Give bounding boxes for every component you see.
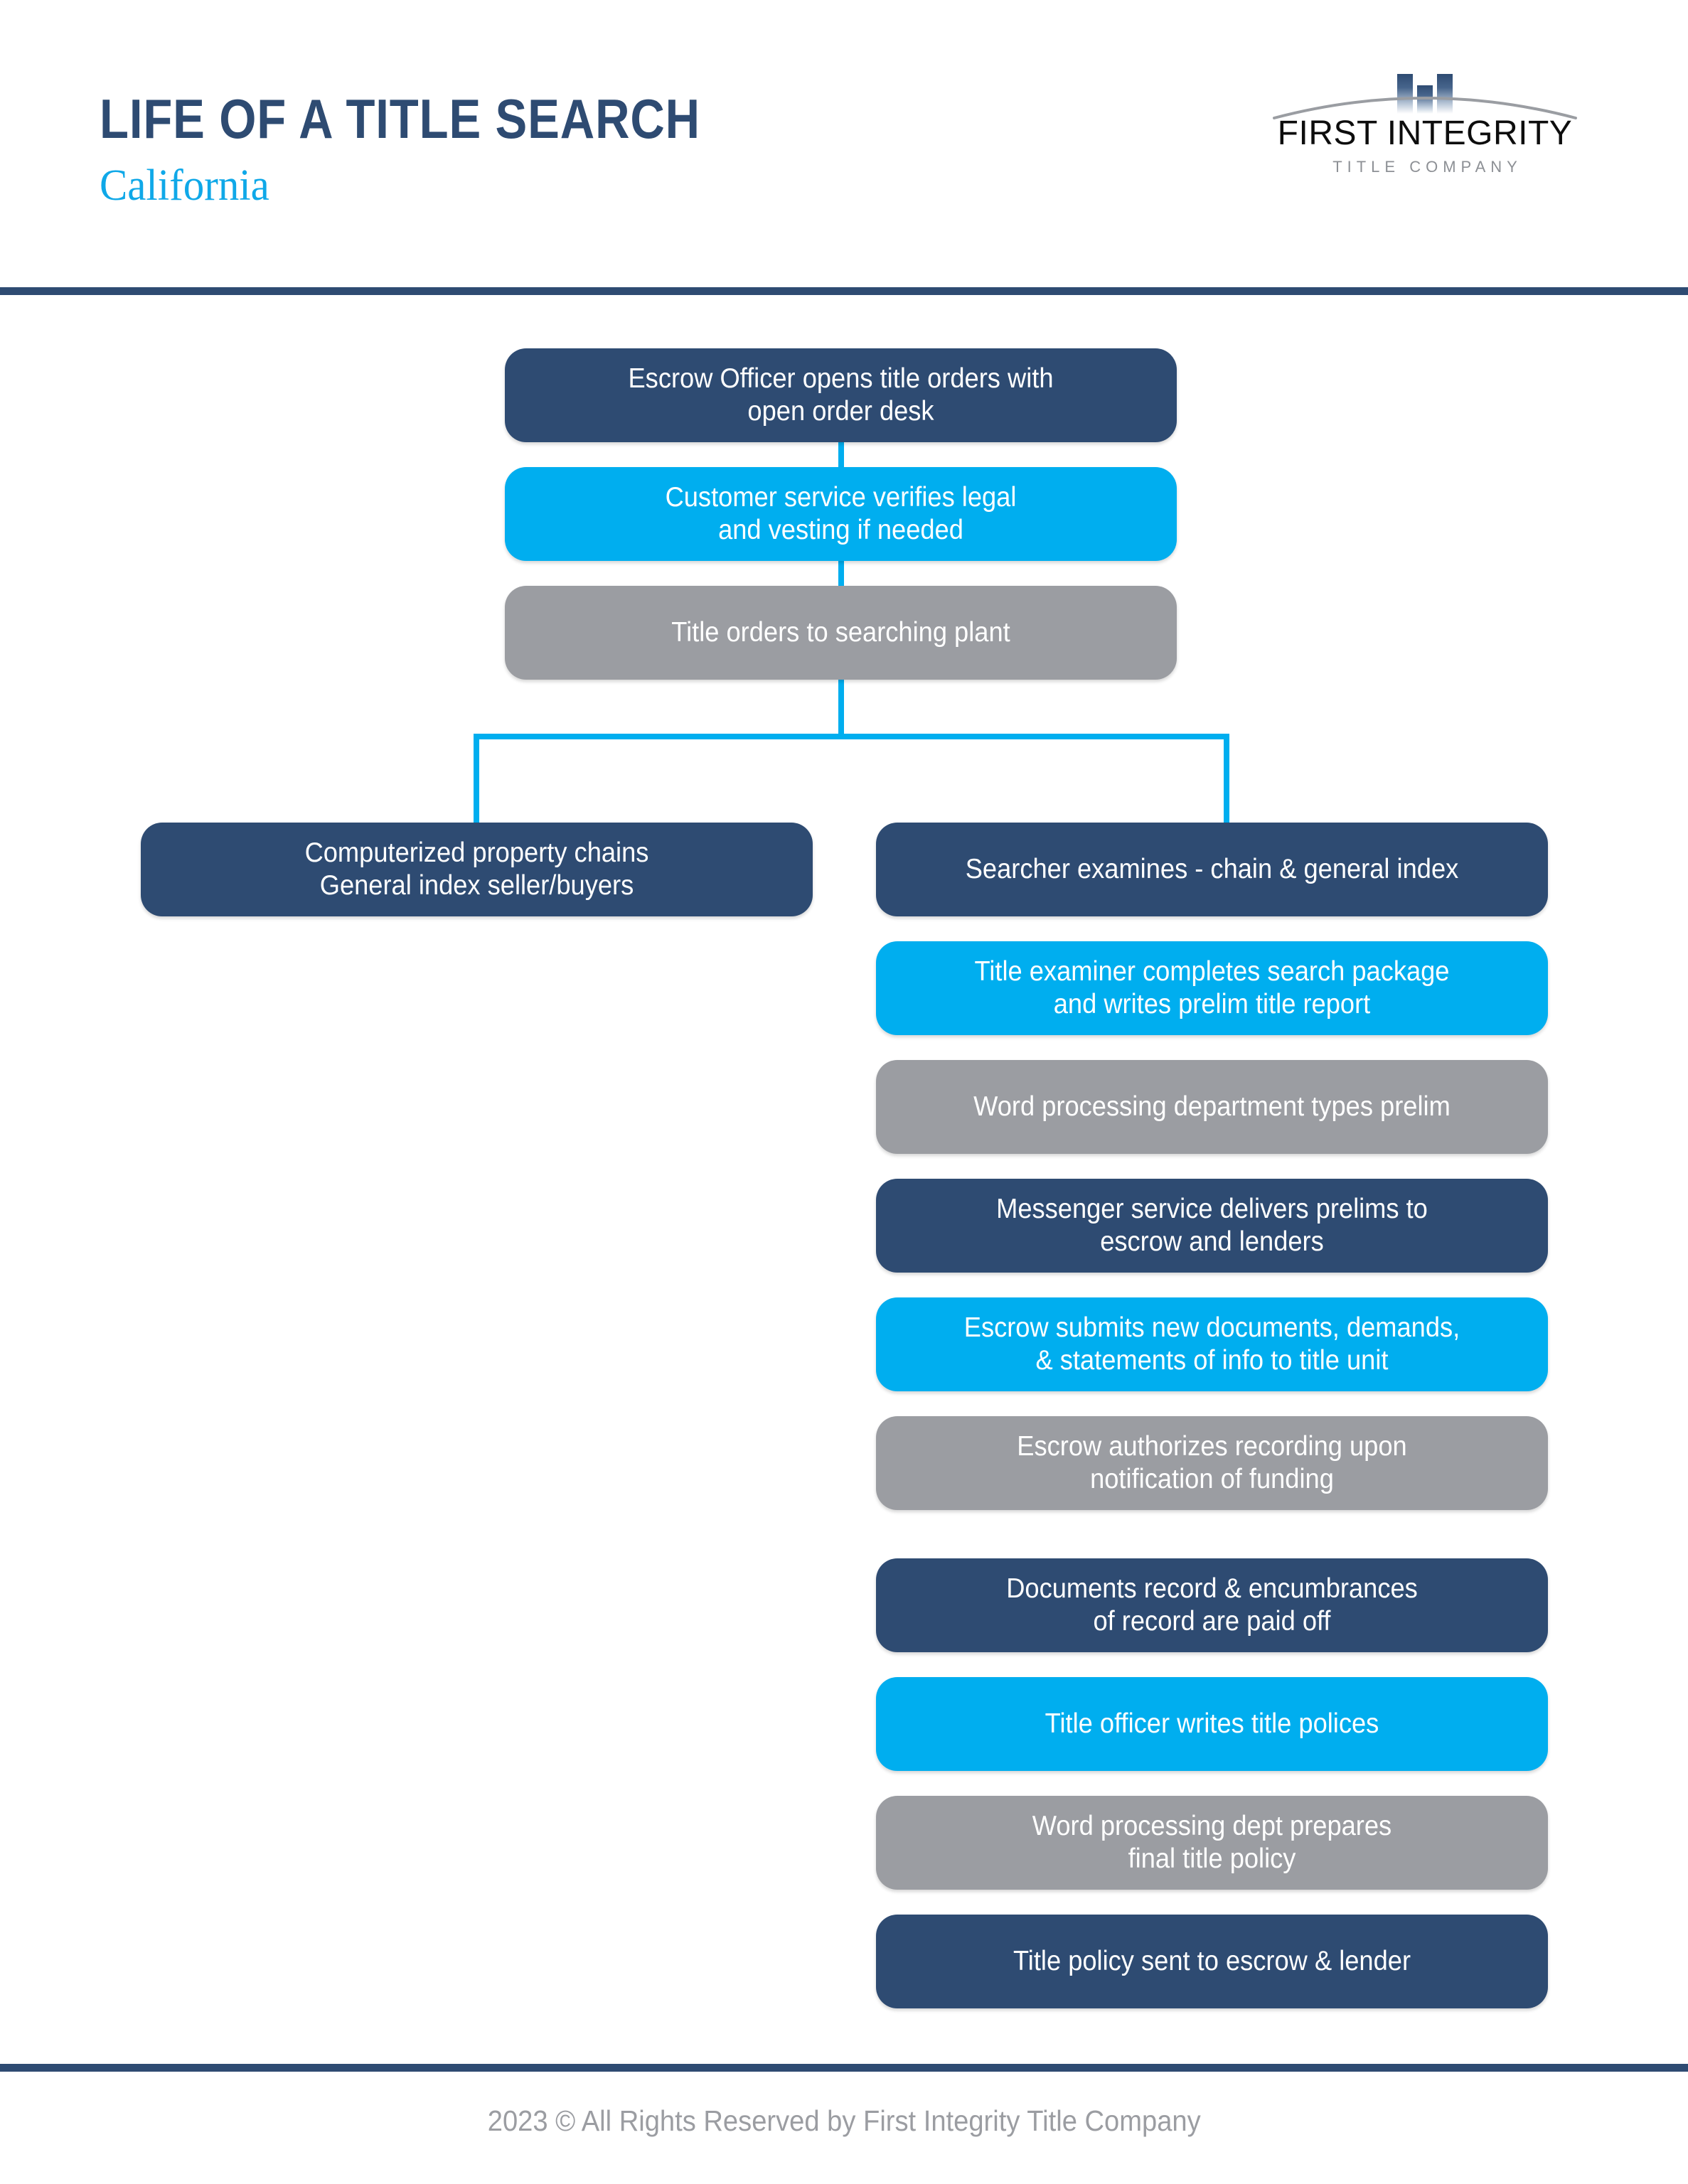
- flow-node-label: Title orders to searching plant: [671, 616, 1010, 648]
- flow-node-step-11[interactable]: Title officer writes title polices: [876, 1677, 1548, 1771]
- footer: 2023 © All Rights Reserved by First Inte…: [0, 2104, 1688, 2138]
- copyright-text: 2023 © All Rights Reserved by First Inte…: [487, 2104, 1201, 2137]
- footer-divider: [0, 2064, 1688, 2072]
- page-subtitle: California: [100, 161, 269, 210]
- flow-node-step-8[interactable]: Escrow submits new documents, demands,& …: [876, 1297, 1548, 1391]
- connector-branch-horizontal: [474, 734, 1229, 739]
- logo-bar-right: [1437, 74, 1453, 114]
- flow-node-label: Word processing department types prelim: [973, 1091, 1451, 1122]
- page-title: LIFE OF A TITLE SEARCH: [100, 87, 700, 150]
- logo-arc-icon: [1273, 97, 1577, 119]
- connector-step3-branch: [838, 675, 844, 739]
- flow-node-label: Searcher examines - chain & general inde…: [965, 853, 1459, 884]
- company-logo: FIRST INTEGRITY TITLE COMPANY: [1268, 71, 1581, 175]
- logo-company-name: FIRST INTEGRITY: [1277, 114, 1573, 152]
- page-header: LIFE OF A TITLE SEARCH California FIRST …: [0, 0, 1688, 290]
- flow-node-step-13[interactable]: Title policy sent to escrow & lender: [876, 1915, 1548, 2008]
- logo-bar-left: [1397, 74, 1413, 114]
- flow-node-step-4b[interactable]: Searcher examines - chain & general inde…: [876, 823, 1548, 916]
- connector-branch-right-drop: [1224, 734, 1229, 826]
- flow-node-label: Title officer writes title polices: [1045, 1708, 1379, 1739]
- header-divider: [0, 287, 1688, 295]
- flow-node-step-6[interactable]: Word processing department types prelim: [876, 1060, 1548, 1154]
- building-bars-icon: [1394, 71, 1455, 114]
- connector-branch-left-drop: [474, 734, 479, 826]
- connector-step1-step2: [838, 427, 844, 483]
- connector-step2-step3: [838, 546, 844, 603]
- flow-node-label: Title policy sent to escrow & lender: [1013, 1945, 1411, 1976]
- logo-company-tagline: TITLE COMPANY: [1332, 158, 1522, 176]
- title-block: LIFE OF A TITLE SEARCH California: [100, 91, 798, 208]
- flow-node-label: Escrow submits new documents, demands,& …: [963, 1312, 1460, 1376]
- logo-mark: [1268, 71, 1581, 119]
- flow-node-step-3[interactable]: Title orders to searching plant: [505, 586, 1177, 680]
